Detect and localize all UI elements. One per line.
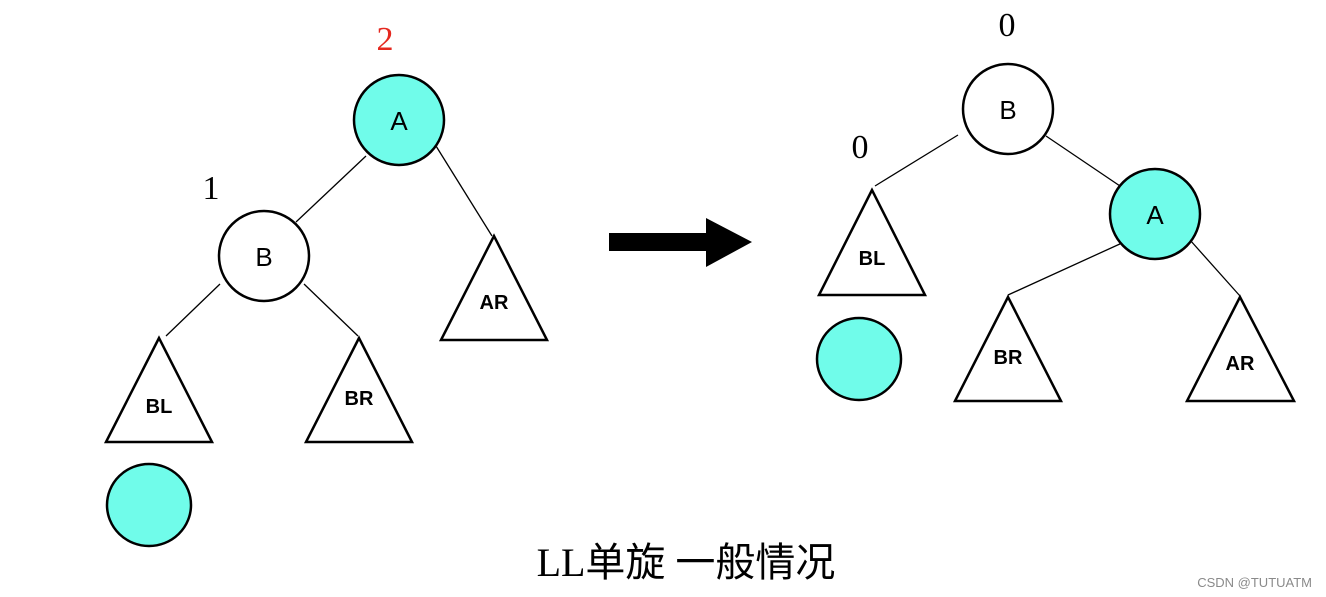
inserted-node-after-circle	[815, 316, 903, 402]
node-a-after-circle	[1108, 167, 1202, 261]
subtree-br-after-triangle	[952, 294, 1064, 403]
right-arrow-icon	[609, 218, 752, 267]
watermark: CSDN @TUTUATM	[1197, 575, 1312, 590]
subtree-bl-after-label: BL	[859, 248, 886, 270]
node-b-after-circle	[961, 62, 1055, 156]
edge-b-bl-after	[874, 134, 959, 187]
subtree-bl-after-triangle	[816, 187, 928, 297]
node-a-after-label: A	[1146, 200, 1164, 230]
edge-a-ar	[435, 145, 493, 237]
subtree-bl-triangle	[103, 335, 215, 444]
diagram-caption: LL单旋 一般情况	[537, 540, 836, 585]
balance-factor-a: 2	[377, 21, 394, 58]
edge-b-br	[303, 283, 359, 337]
edge-b-bl	[165, 283, 221, 337]
balance-factor-b-after: 0	[999, 7, 1016, 44]
subtree-br-triangle	[303, 335, 415, 444]
subtree-br-label: BR	[345, 388, 374, 410]
node-b-circle	[217, 209, 311, 303]
edge-b-a-after	[1045, 135, 1121, 187]
subtree-br-after-label: BR	[994, 347, 1023, 369]
inserted-node-circle	[105, 462, 193, 548]
subtree-ar-triangle	[438, 233, 550, 342]
node-a-circle	[352, 73, 446, 167]
node-b-label: B	[255, 242, 272, 272]
edge-a-br-after	[1007, 242, 1123, 296]
subtree-ar-after-label: AR	[1226, 353, 1255, 375]
subtree-bl-label: BL	[146, 396, 173, 418]
node-a-label: A	[390, 106, 408, 136]
balance-factor-bl-after: 0	[852, 129, 869, 166]
subtree-ar-after-triangle	[1184, 294, 1297, 403]
edge-a-b	[295, 155, 367, 223]
subtree-ar-label: AR	[480, 292, 509, 314]
balance-factor-b: 1	[203, 170, 220, 207]
before-tree: A B BL BR AR 2 1	[103, 21, 550, 548]
edge-a-ar-after	[1189, 239, 1241, 297]
after-tree: B A BL BR AR 0 0	[815, 7, 1297, 403]
node-b-after-label: B	[999, 95, 1016, 125]
